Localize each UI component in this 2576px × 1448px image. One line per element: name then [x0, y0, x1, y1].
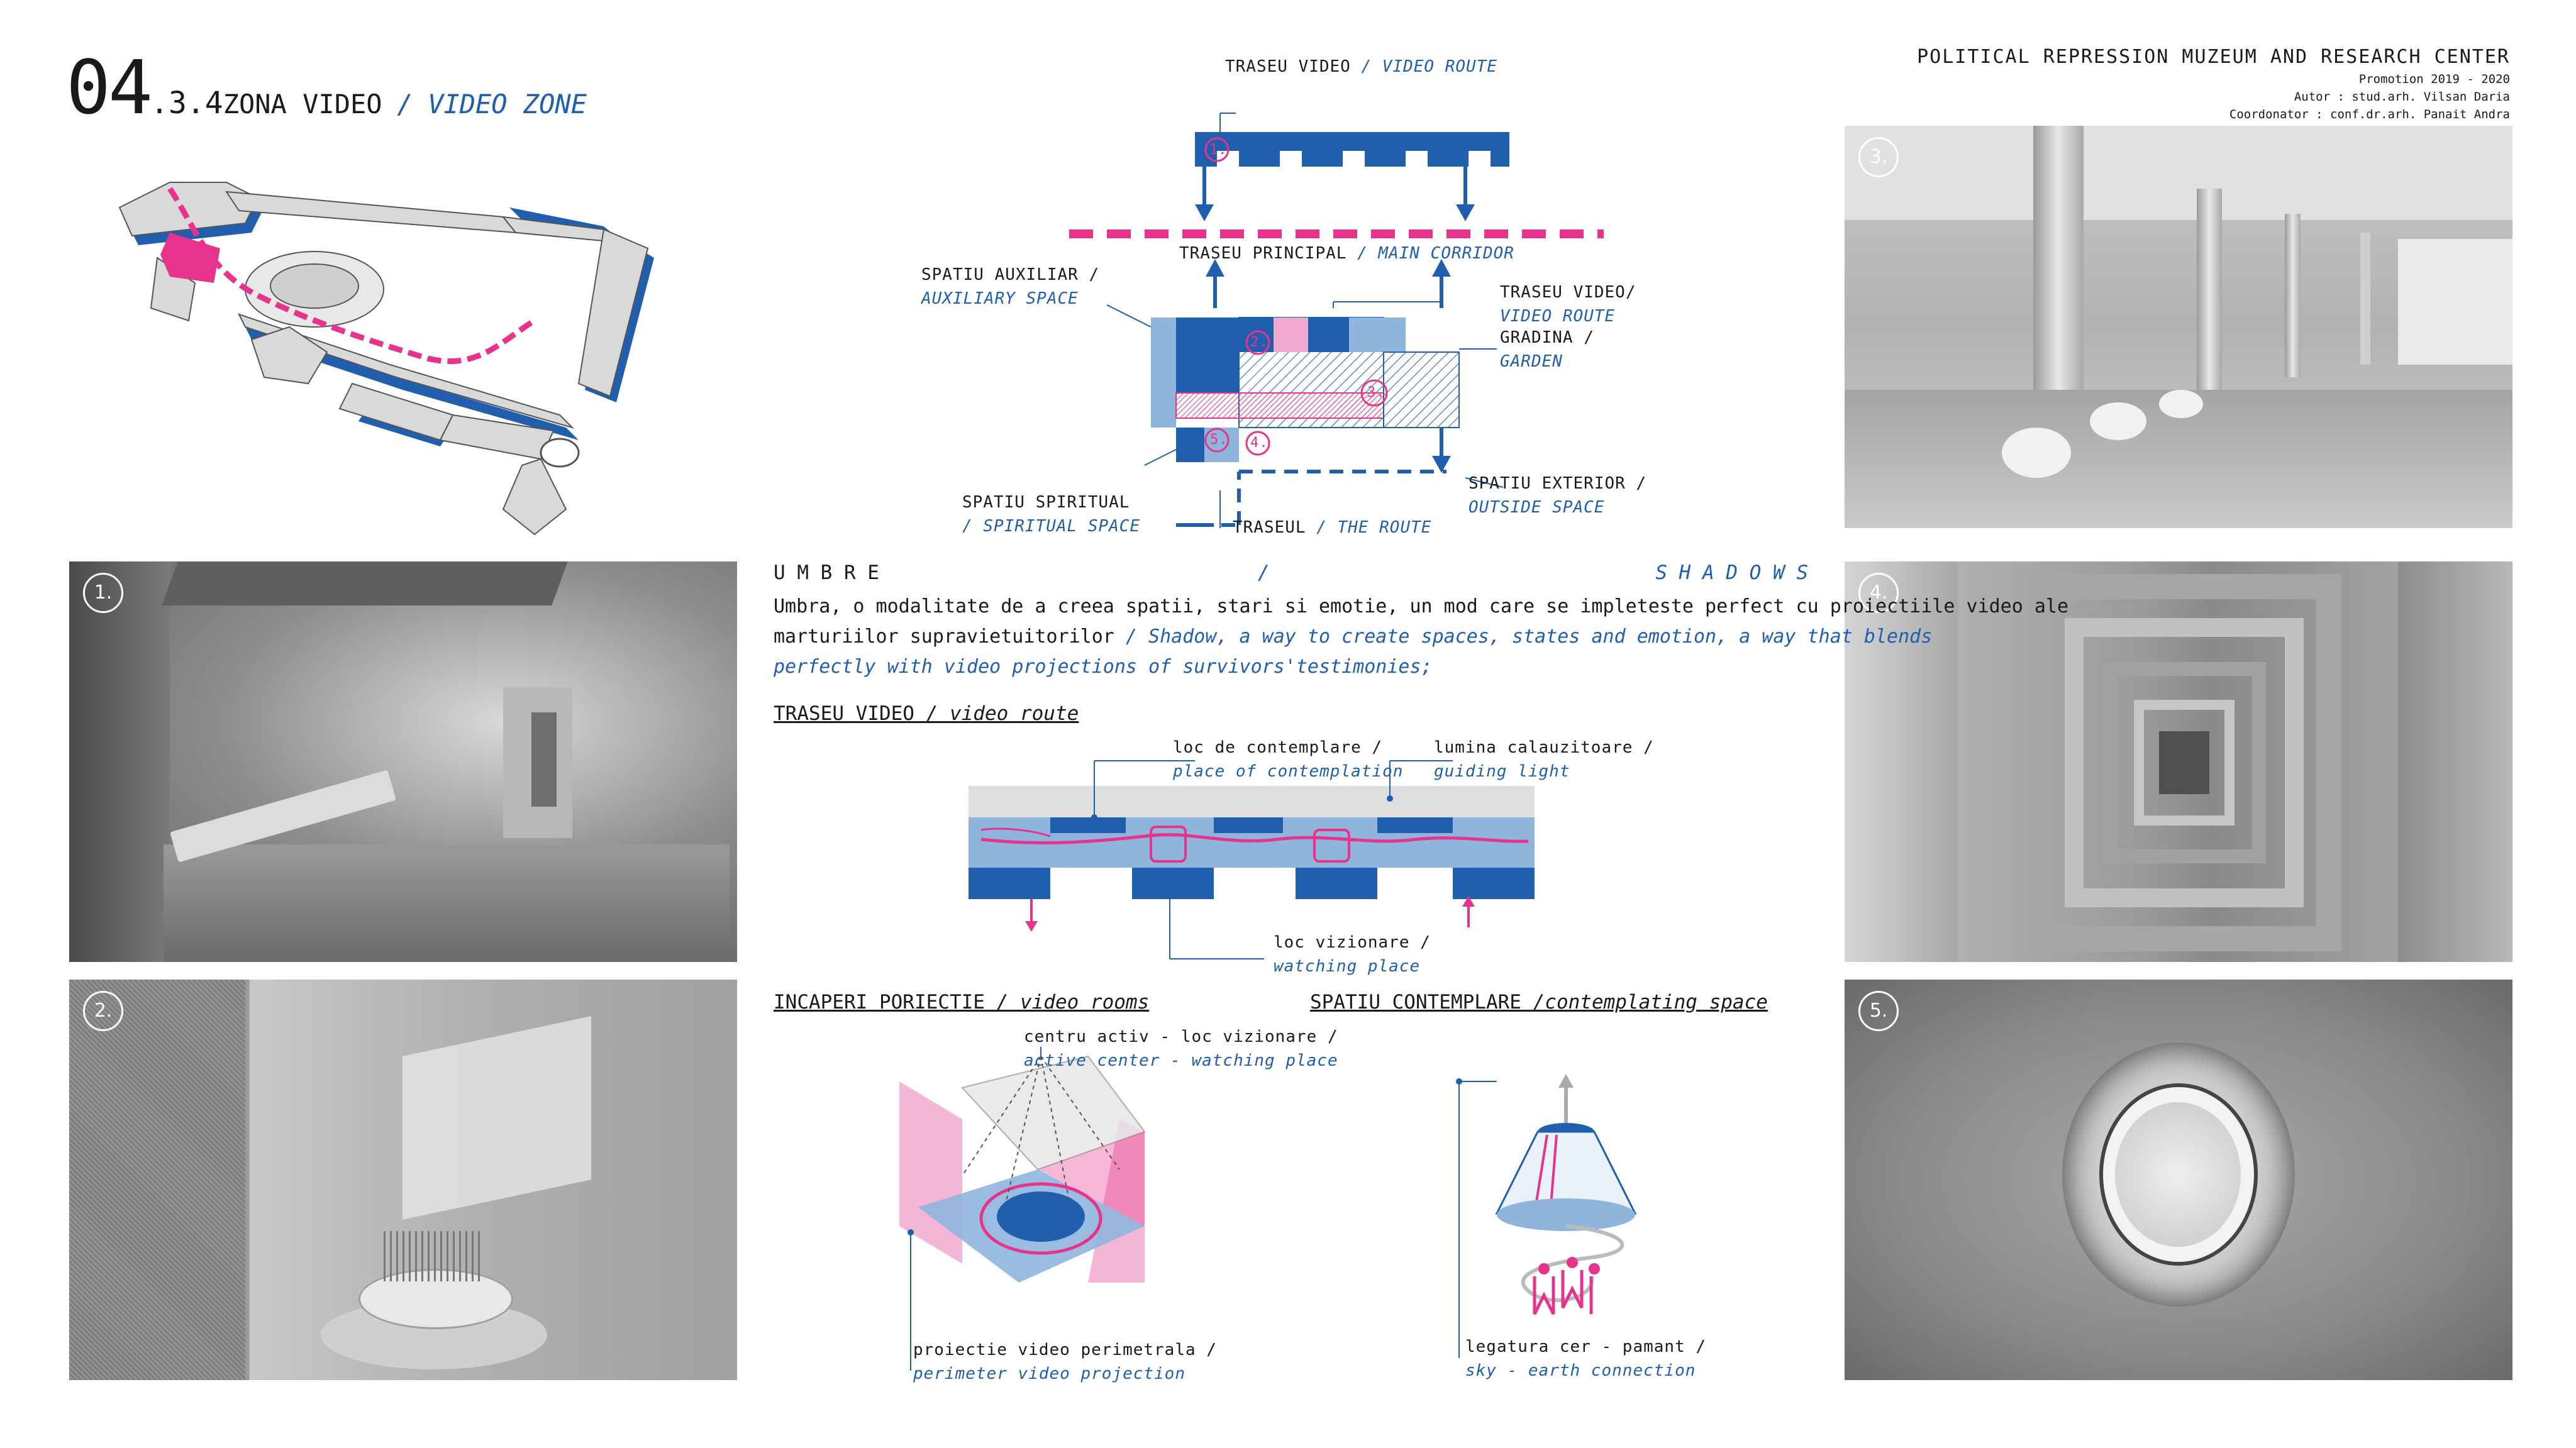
photo-number-4: 4.	[1858, 573, 1899, 613]
section-title-ro: ZONA VIDEO	[223, 89, 382, 119]
plan-number-1: 1.	[1209, 142, 1228, 158]
section-subnumber: .3.4	[150, 86, 223, 121]
photo-number-3: 3.	[1858, 137, 1899, 177]
label-watching-place: loc vizionare /watching place	[1274, 933, 1431, 976]
label-perimeter-projection: proiectie video perimetrala /perimeter v…	[913, 1340, 1217, 1383]
project-info: POLITICAL REPRESSION MUZEUM AND RESEARCH…	[1917, 44, 2510, 123]
shadows-title-sep: /	[1258, 561, 1270, 584]
plan-label-spiritual: SPATIU SPIRITUAL/ SPIRITUAL SPACE	[962, 493, 1141, 536]
render-photo-2: 2.	[69, 980, 737, 1380]
plan-label-auxiliary: SPATIU AUXILIAR /AUXILIARY SPACE	[921, 265, 1100, 308]
label-contemplation-place: loc de contemplare /place of contemplati…	[1173, 738, 1404, 781]
plan-label-video-route: TRASEU VIDEO/VIDEO ROUTE	[1500, 283, 1636, 326]
label-sky-earth-connection: legatura cer - pamant /sky - earth conne…	[1465, 1337, 1707, 1380]
shadows-text-line-2: marturiilor supravietuitorilor	[774, 626, 1114, 648]
project-author: Autor : stud.arh. Vilsan Daria	[2294, 90, 2510, 104]
plan-number-5: 5.	[1210, 432, 1228, 448]
render-photo-3: 3.	[1845, 126, 2512, 528]
plan-label-garden: GRADINA /GARDEN	[1500, 328, 1594, 371]
photo-number-5: 5.	[1858, 991, 1899, 1031]
label-active-center: centru activ - loc vizionare /active cen…	[1024, 1027, 1338, 1070]
plan-label-video-route-top: TRASEU VIDEO / VIDEO ROUTE	[1225, 57, 1497, 76]
shadows-text-en-1: / Shadow, a way to create spaces, states…	[1125, 626, 1933, 648]
section-title-en: VIDEO ZONE	[428, 89, 587, 119]
plan-label-outside: SPATIU EXTERIOR /OUTSIDE SPACE	[1468, 474, 1647, 517]
shadows-title-row: U M B R E / S H A D O W S	[774, 561, 1808, 589]
render-photo-4: 4.	[1845, 561, 2512, 962]
video-rooms-diagram	[899, 1047, 1146, 1371]
photo-number-2: 2.	[83, 991, 123, 1031]
video-route-heading: TRASEU VIDEO / video route	[774, 702, 1079, 725]
plan-number-3: 3.	[1367, 385, 1385, 401]
photo-number-1: 1.	[83, 573, 123, 613]
section-number: 04	[66, 44, 153, 131]
render-photo-5: 5.	[1845, 980, 2512, 1380]
project-coordinator: Coordonator : conf.dr.arh. Panait Andra	[2229, 108, 2510, 121]
plan-label-route: TRASEUL / THE ROUTE	[1233, 518, 1432, 537]
shadows-text-en-2: perfectly with video projections of surv…	[774, 656, 1433, 678]
label-guiding-light: lumina calauzitoare /guiding light	[1434, 738, 1654, 781]
site-axonometric	[118, 182, 654, 536]
plan-number-2: 2.	[1250, 334, 1269, 350]
plan-number-4: 4.	[1250, 435, 1269, 451]
shadows-title-en: S H A D O W S	[1655, 561, 1808, 584]
contemplating-space-heading: SPATIU CONTEMPLARE /contemplating space	[1310, 991, 1768, 1014]
shadows-paragraph: Umbra, o modalitate de a creea spatii, s…	[774, 592, 2069, 682]
project-promotion: Promotion 2019 - 2020	[2358, 72, 2510, 86]
project-title: POLITICAL REPRESSION MUZEUM AND RESEARCH…	[1917, 46, 2510, 68]
render-photo-1: 1.	[69, 561, 737, 962]
contemplating-space-diagram	[1456, 1074, 1637, 1358]
section-header: 04.3.4ZONA VIDEO / VIDEO ZONE	[66, 44, 587, 131]
video-route-section-diagram	[969, 760, 1535, 959]
video-rooms-heading: INCAPERI PORIECTIE / video rooms	[774, 991, 1150, 1014]
shadows-text-line-1: Umbra, o modalitate de a creea spatii, s…	[774, 595, 2069, 617]
shadows-title-ro: U M B R E	[774, 561, 879, 584]
plan-label-main-corridor: TRASEU PRINCIPAL / MAIN CORRIDOR	[1179, 244, 1514, 263]
title-separator: /	[397, 89, 413, 119]
zone-plan-diagram	[1069, 113, 1604, 528]
